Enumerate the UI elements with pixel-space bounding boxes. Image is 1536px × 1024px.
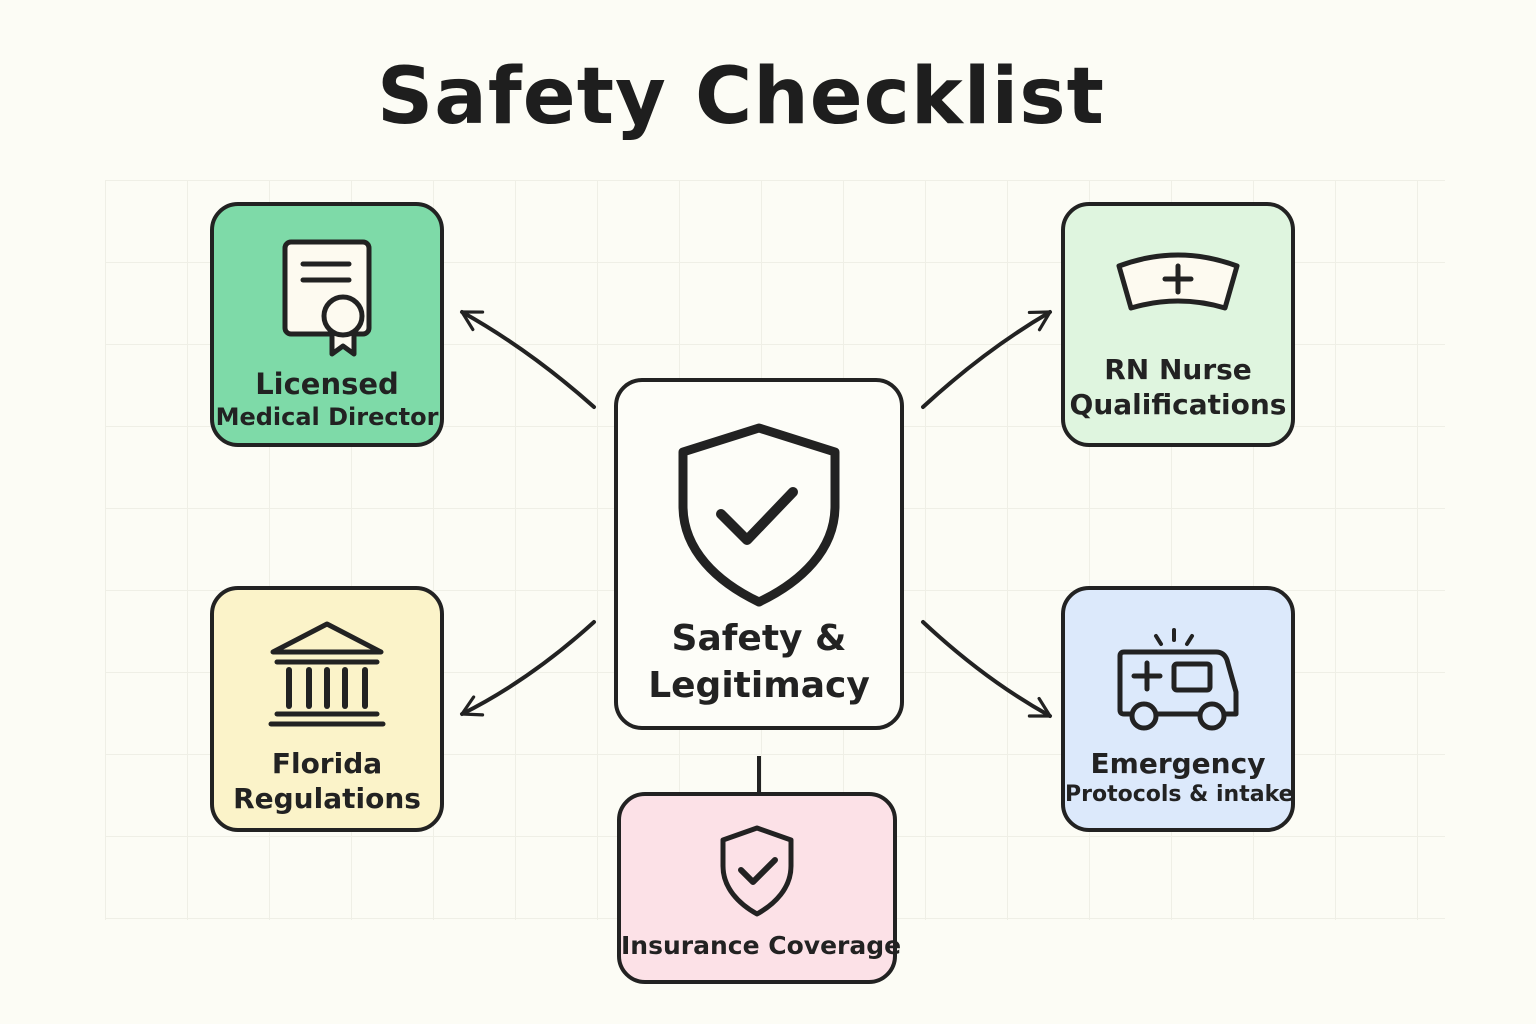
florida-regulations-label: Florida Regulations <box>214 746 440 816</box>
arrow-to-rn-nurse <box>921 310 1052 409</box>
shield-check-icon <box>621 824 893 918</box>
arrow-to-medical-director <box>460 310 596 409</box>
medical-director-label: Licensed Medical Director <box>214 366 440 432</box>
ambulance-icon <box>1065 626 1291 734</box>
florida-regulations-label-line-1: Florida <box>271 747 383 780</box>
insurance-coverage-card: Insurance Coverage <box>617 792 902 984</box>
florida-regulations-label-line-2: Regulations <box>233 782 421 815</box>
medical-director-label-line-1: Licensed <box>255 367 399 401</box>
rn-nurse-card: RN Nurse Qualifications <box>1061 202 1295 447</box>
florida-regulations-card: Florida Regulations <box>210 586 444 832</box>
medical-director-label-line-2: Medical Director <box>215 403 439 432</box>
center-label-line-1: Safety & <box>671 618 847 659</box>
page-title: Safety Checklist <box>377 52 1105 142</box>
center-label: Safety & Legitimacy <box>618 616 900 710</box>
rn-nurse-label-line-1: RN Nurse <box>1104 353 1252 386</box>
rn-nurse-label-line-2: Qualifications <box>1069 388 1287 421</box>
emergency-protocols-label-line-1: Emergency <box>1090 747 1266 780</box>
emergency-protocols-card: Emergency Protocols & intake <box>1061 586 1295 832</box>
emergency-protocols-label: Emergency Protocols & intake <box>1065 746 1294 809</box>
insurance-coverage-label: Insurance Coverage <box>621 930 902 961</box>
rn-nurse-label: RN Nurse Qualifications <box>1065 352 1291 422</box>
courthouse-icon <box>214 618 440 730</box>
safety-legitimacy-card: Safety & Legitimacy <box>614 378 904 730</box>
nurse-cap-icon <box>1065 250 1291 314</box>
emergency-protocols-label-line-2: Protocols & intake <box>1065 782 1294 807</box>
arrow-to-emergency-protocols <box>921 620 1052 718</box>
shield-check-icon <box>618 422 900 608</box>
insurance-coverage-label-line-1: Insurance Coverage <box>621 931 902 960</box>
center-label-line-2: Legitimacy <box>648 664 870 706</box>
certificate-icon <box>214 236 440 360</box>
arrow-to-florida-regulations <box>460 620 596 717</box>
medical-director-card: Licensed Medical Director <box>210 202 444 447</box>
